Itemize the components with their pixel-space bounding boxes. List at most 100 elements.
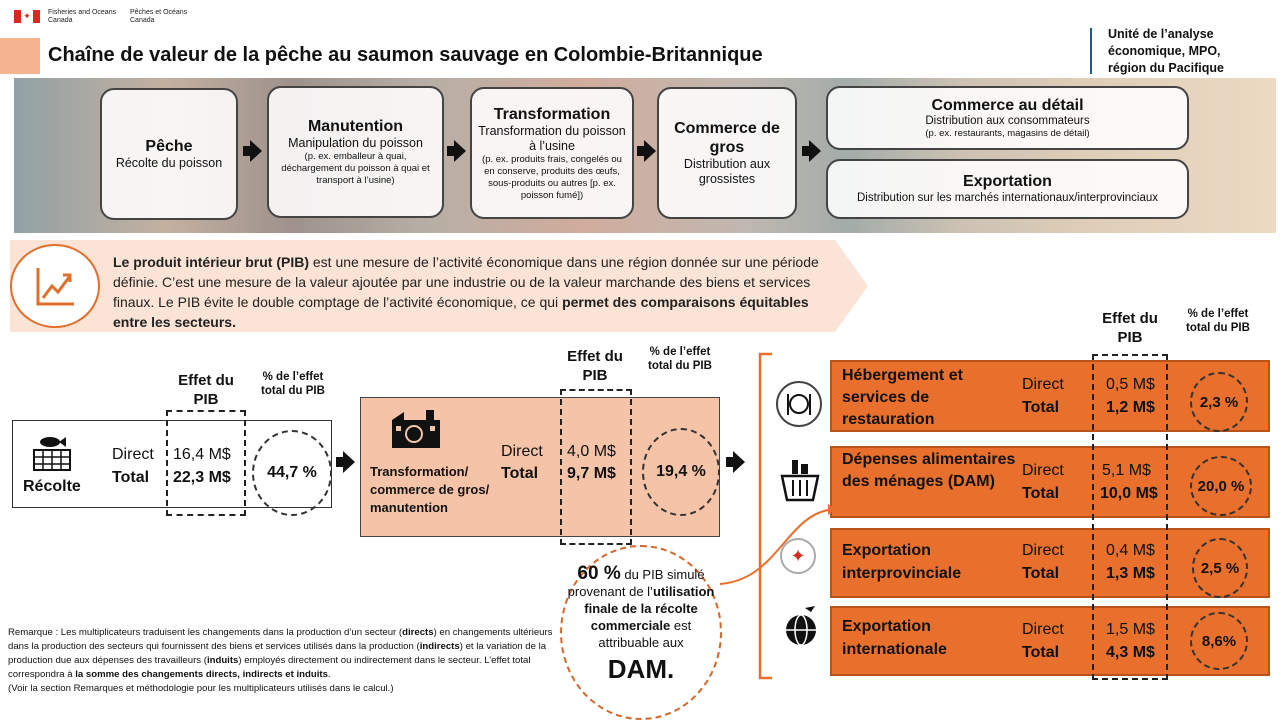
uses-bracket bbox=[758, 352, 772, 680]
note-p5: . bbox=[327, 669, 331, 680]
card-manutention: Manutention Manipulation du poisson (p. … bbox=[267, 86, 444, 218]
dept-fr-line1: Pêches et Océans bbox=[130, 9, 188, 16]
card-detail-detail: (p. ex. restaurants, magasins de détail) bbox=[925, 128, 1090, 139]
use-name-1: Hébergement et services de restauration bbox=[842, 367, 963, 428]
use-total-label-3: Total bbox=[1022, 565, 1060, 582]
effet-pib-header-3: Effet du PIB bbox=[1102, 310, 1158, 346]
dam-big: DAM. bbox=[607, 654, 675, 684]
dam-b1: utilisation finale de la récolte commerc… bbox=[584, 584, 715, 633]
factory-icon bbox=[390, 406, 442, 455]
dam-callout-circle bbox=[560, 545, 722, 720]
dept-name-fr: Pêches et Océans Canada bbox=[130, 9, 187, 25]
card-manutention-detail: (p. ex. emballeur à quai, déchargement d… bbox=[281, 151, 430, 186]
use-direct-label-3: Direct bbox=[1022, 542, 1064, 559]
use-direct-label-4: Direct bbox=[1022, 621, 1064, 638]
globe-plane-icon bbox=[781, 604, 823, 653]
page-title: Chaîne de valeur de la pêche au saumon s… bbox=[48, 44, 763, 66]
canada-flag-icon: ✦ bbox=[14, 10, 40, 23]
dept-fr-line2: Canada bbox=[130, 17, 155, 24]
gdp-definition: Le produit intérieur brut (PIB) est une … bbox=[113, 252, 843, 332]
note-p4: ) employés directement ou indirectement … bbox=[8, 655, 531, 680]
effet-pib-column-1 bbox=[166, 410, 246, 516]
gdp-conclusion: permet des comparaisons équitables entre… bbox=[113, 294, 809, 330]
use-pct-1: 2,3 % bbox=[1190, 372, 1248, 432]
use-total-1: 1,2 M$ bbox=[1106, 399, 1155, 416]
note-b3: induits bbox=[206, 655, 239, 666]
unit-line2: économique, MPO, bbox=[1108, 44, 1221, 58]
methodology-note: Remarque : Les multiplicateurs traduisen… bbox=[8, 626, 553, 696]
unit-line1: Unité de l’analyse bbox=[1108, 27, 1214, 41]
flow-arrow-1 bbox=[336, 451, 355, 473]
dept-name-en: Fisheries and Oceans Canada bbox=[48, 9, 116, 25]
dam-t1: du PIB simulé provenant de l’ bbox=[567, 567, 705, 599]
grocery-basket-icon bbox=[778, 456, 822, 509]
canada-export-icon: ✦ bbox=[780, 538, 816, 574]
dam-connector bbox=[719, 504, 836, 585]
gdp-box bbox=[10, 240, 835, 332]
transfo-total: 9,7 M$ bbox=[567, 465, 616, 482]
dam-callout-text: 60 % du PIB simulé provenant de l’utilis… bbox=[566, 563, 716, 685]
transfo-label: Transformation/ commerce de gros/ manute… bbox=[370, 464, 490, 515]
use-pct-2: 20,0 % bbox=[1190, 456, 1252, 516]
use-total-4: 4,3 M$ bbox=[1106, 644, 1155, 661]
dept-en-line2: Canada bbox=[48, 17, 73, 24]
use-total-label-1: Total bbox=[1022, 399, 1060, 416]
transfo-direct: 4,0 M$ bbox=[567, 443, 616, 460]
card-detail-title: Commerce au détail bbox=[931, 97, 1084, 114]
card-detail-desc: Distribution aux consommateurs bbox=[925, 115, 1090, 127]
recolte-total: 22,3 M$ bbox=[173, 469, 231, 486]
note-p2: ) en changements ultérieurs dans la prod… bbox=[8, 627, 553, 652]
use-total-label-2: Total bbox=[1022, 485, 1060, 502]
gdp-term: Le produit intérieur brut (PIB) bbox=[113, 254, 309, 270]
card-gros-title: Commerce de gros bbox=[674, 120, 780, 156]
card-manutention-desc: Manipulation du poisson bbox=[288, 136, 423, 150]
card-peche-title: Pêche bbox=[145, 138, 193, 155]
use-name-4: Exportation internationale bbox=[842, 618, 947, 658]
gdp-body: est une mesure de l’activité économique … bbox=[113, 254, 819, 310]
unit-label: Unité de l’analyse économique, MPO, régi… bbox=[1108, 26, 1224, 77]
note-p1: Remarque : Les multiplicateurs traduisen… bbox=[8, 627, 403, 638]
card-transformation-detail: (p. ex. produits frais, congelés ou en c… bbox=[482, 153, 622, 201]
note-b1: directs bbox=[402, 627, 434, 638]
note-b2: indirects bbox=[419, 641, 460, 652]
use-total-label-4: Total bbox=[1022, 644, 1060, 661]
card-transformation-desc: Transformation du poisson à l’usine bbox=[478, 123, 626, 153]
use-direct-2: 5,1 M$ bbox=[1102, 462, 1151, 479]
card-gros-desc: Distribution aux grossistes bbox=[683, 157, 771, 186]
use-direct-label-1: Direct bbox=[1022, 376, 1064, 393]
use-total-2: 10,0 M$ bbox=[1100, 485, 1158, 502]
chain-arrow-3 bbox=[637, 140, 656, 162]
recolte-label: Récolte bbox=[23, 478, 81, 495]
restaurant-icon bbox=[776, 381, 822, 427]
direct-label-2: Direct bbox=[501, 443, 543, 460]
dam-t2: est attribuable aux bbox=[598, 618, 692, 650]
effet-pib-header-2: Effet du PIB bbox=[567, 348, 623, 384]
card-transformation: Transformation Transformation du poisson… bbox=[470, 87, 634, 219]
card-export-desc: Distribution sur les marchés internation… bbox=[856, 192, 1159, 204]
transfo-pct: 19,4 % bbox=[642, 428, 720, 516]
card-manutention-title: Manutention bbox=[307, 118, 404, 135]
recolte-pct: 44,7 % bbox=[252, 430, 332, 516]
pct-header-3: % de l’effet total du PIB bbox=[1186, 308, 1250, 334]
unit-divider bbox=[1090, 28, 1092, 74]
card-peche-desc: Récolte du poisson bbox=[115, 156, 223, 170]
total-label-1: Total bbox=[112, 469, 150, 486]
flow-arrow-2 bbox=[726, 451, 745, 473]
note-p3: ) et la variation de la production due a… bbox=[8, 641, 547, 666]
maple-leaf-icon: ✦ bbox=[21, 10, 33, 23]
card-peche: Pêche Récolte du poisson bbox=[100, 88, 238, 220]
card-detail: Commerce au détail Distribution aux cons… bbox=[826, 86, 1189, 150]
effet-pib-column-2 bbox=[560, 389, 632, 545]
use-direct-3: 0,4 M$ bbox=[1106, 542, 1155, 559]
dam-pct: 60 % bbox=[577, 563, 621, 584]
use-total-3: 1,3 M$ bbox=[1106, 565, 1155, 582]
chain-arrow-2 bbox=[447, 140, 466, 162]
use-direct-label-2: Direct bbox=[1022, 462, 1064, 479]
chain-arrow-1 bbox=[243, 140, 262, 162]
use-pct-3: 2,5 % bbox=[1192, 538, 1248, 598]
pct-header-2: % de l’effet total du PIB bbox=[648, 346, 712, 372]
use-direct-1: 0,5 M$ bbox=[1106, 376, 1155, 393]
effet-pib-column-3 bbox=[1092, 354, 1168, 680]
gdp-box-tip bbox=[835, 240, 868, 332]
card-export-title: Exportation bbox=[963, 173, 1052, 190]
